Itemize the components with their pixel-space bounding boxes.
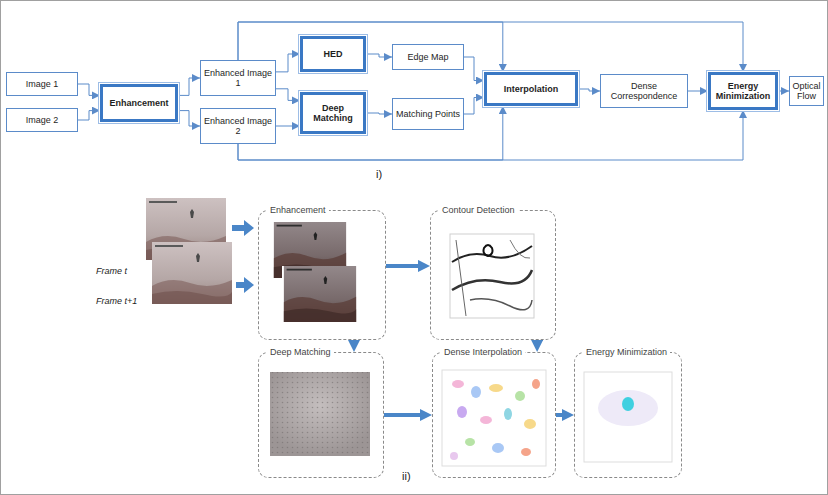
block-arrow bbox=[386, 264, 422, 268]
stage-title: Deep Matching bbox=[267, 346, 334, 358]
stage-title: Energy Minimization bbox=[583, 346, 670, 358]
output-box: Optical Flow bbox=[789, 76, 824, 106]
hazy-photo bbox=[270, 372, 370, 456]
block-arrow bbox=[556, 413, 566, 417]
photo-backing bbox=[152, 242, 232, 304]
box-label: Enhanced Image 2 bbox=[203, 116, 273, 137]
flow-blob bbox=[515, 391, 525, 401]
optical-flow-image bbox=[584, 372, 672, 462]
data-box: Matching Points bbox=[392, 98, 464, 130]
process-box: Deep Matching bbox=[300, 92, 366, 134]
panel-label: ii) bbox=[402, 470, 411, 482]
block-arrow bbox=[352, 340, 356, 344]
contour-line bbox=[510, 240, 530, 258]
box-label: Image 1 bbox=[26, 79, 59, 89]
block-arrow bbox=[384, 413, 424, 417]
flow-blob bbox=[521, 448, 531, 456]
flow-arrow bbox=[464, 57, 484, 81]
contour-line bbox=[470, 299, 532, 310]
flow-arrow bbox=[688, 91, 708, 92]
flow-blob bbox=[450, 452, 458, 460]
frame-photo bbox=[152, 242, 232, 304]
box-label: Optical Flow bbox=[792, 81, 821, 102]
process-box: Energy Minimization bbox=[708, 72, 778, 110]
enhanced-photo bbox=[284, 266, 356, 322]
frame-label: Frame t+1 bbox=[96, 296, 137, 306]
box-label: Interpolation bbox=[504, 84, 559, 94]
flow-blob bbox=[452, 380, 464, 388]
process-box: HED bbox=[300, 36, 366, 72]
box-label: Image 2 bbox=[26, 115, 59, 125]
box-label: HED bbox=[323, 49, 342, 59]
stage-group: Deep Matching bbox=[258, 352, 384, 478]
contour-line bbox=[452, 270, 532, 290]
flow-arrow bbox=[178, 78, 200, 95]
frame-label: Frame t bbox=[96, 266, 127, 276]
data-box: Edge Map bbox=[392, 44, 464, 70]
flow-blob bbox=[471, 386, 481, 398]
flow-arrow bbox=[366, 113, 392, 114]
flow-blob bbox=[465, 438, 475, 446]
stage-group: Enhancement bbox=[258, 210, 386, 340]
contour-line bbox=[484, 245, 493, 256]
flow-spot bbox=[622, 397, 634, 411]
flow-arrow bbox=[276, 89, 300, 101]
stage-title: Dense Interpolation bbox=[441, 346, 525, 358]
flow-arrow bbox=[366, 54, 392, 57]
box-label: Matching Points bbox=[396, 109, 460, 119]
box-label: Dense Correspondence bbox=[603, 81, 685, 102]
flow-blob bbox=[457, 406, 467, 418]
flow-arrow bbox=[778, 91, 789, 92]
stage-group: Dense Interpolation bbox=[432, 352, 556, 478]
process-box: Enhancement bbox=[100, 84, 178, 122]
matching-image bbox=[270, 372, 370, 456]
contour-line bbox=[456, 240, 466, 316]
contour-map bbox=[450, 234, 534, 318]
block-arrow bbox=[535, 340, 539, 344]
stage-group: Energy Minimization bbox=[574, 352, 682, 478]
flow-arrow bbox=[578, 89, 600, 91]
flow-blob bbox=[524, 419, 536, 429]
stage-title: Contour Detection bbox=[439, 204, 518, 216]
flow-arrow bbox=[276, 54, 300, 72]
box-label: Edge Map bbox=[407, 52, 448, 62]
flow-arrow bbox=[238, 22, 743, 72]
input-box: Image 2 bbox=[6, 108, 78, 132]
flow-ground bbox=[584, 372, 672, 462]
flow-arrow bbox=[238, 22, 503, 72]
flow-ground bbox=[442, 370, 546, 466]
flow-arrow bbox=[276, 126, 300, 127]
flow-field bbox=[442, 370, 546, 466]
block-arrow bbox=[232, 220, 254, 236]
stage-group: Contour Detection bbox=[430, 210, 556, 340]
flow-arrow bbox=[78, 111, 100, 120]
block-arrow bbox=[236, 277, 254, 293]
box-label: Enhancement bbox=[109, 98, 168, 108]
flow-arrow bbox=[78, 84, 100, 95]
data-box: Enhanced Image 1 bbox=[200, 60, 276, 96]
flow-blob bbox=[504, 408, 512, 420]
photo-backing bbox=[282, 266, 358, 322]
flow-arrow bbox=[178, 111, 200, 126]
box-label: Deep Matching bbox=[305, 103, 361, 124]
flow-haze bbox=[598, 390, 658, 426]
flow-blob bbox=[489, 384, 503, 392]
match-grid bbox=[270, 372, 370, 456]
flow-blob bbox=[532, 379, 540, 389]
flow-blob bbox=[492, 443, 504, 453]
box-label: Enhanced Image 1 bbox=[203, 68, 273, 89]
data-box: Enhanced Image 2 bbox=[200, 108, 276, 144]
input-box: Image 1 bbox=[6, 72, 78, 96]
stage-title: Enhancement bbox=[267, 204, 329, 216]
contour-ground bbox=[450, 234, 534, 318]
flow-arrow bbox=[464, 98, 484, 115]
box-label: Energy Minimization bbox=[713, 81, 773, 102]
data-box: Dense Correspondence bbox=[600, 74, 688, 108]
flow-blob bbox=[480, 416, 492, 424]
panel-label: i) bbox=[376, 168, 382, 180]
process-box: Interpolation bbox=[484, 72, 578, 106]
